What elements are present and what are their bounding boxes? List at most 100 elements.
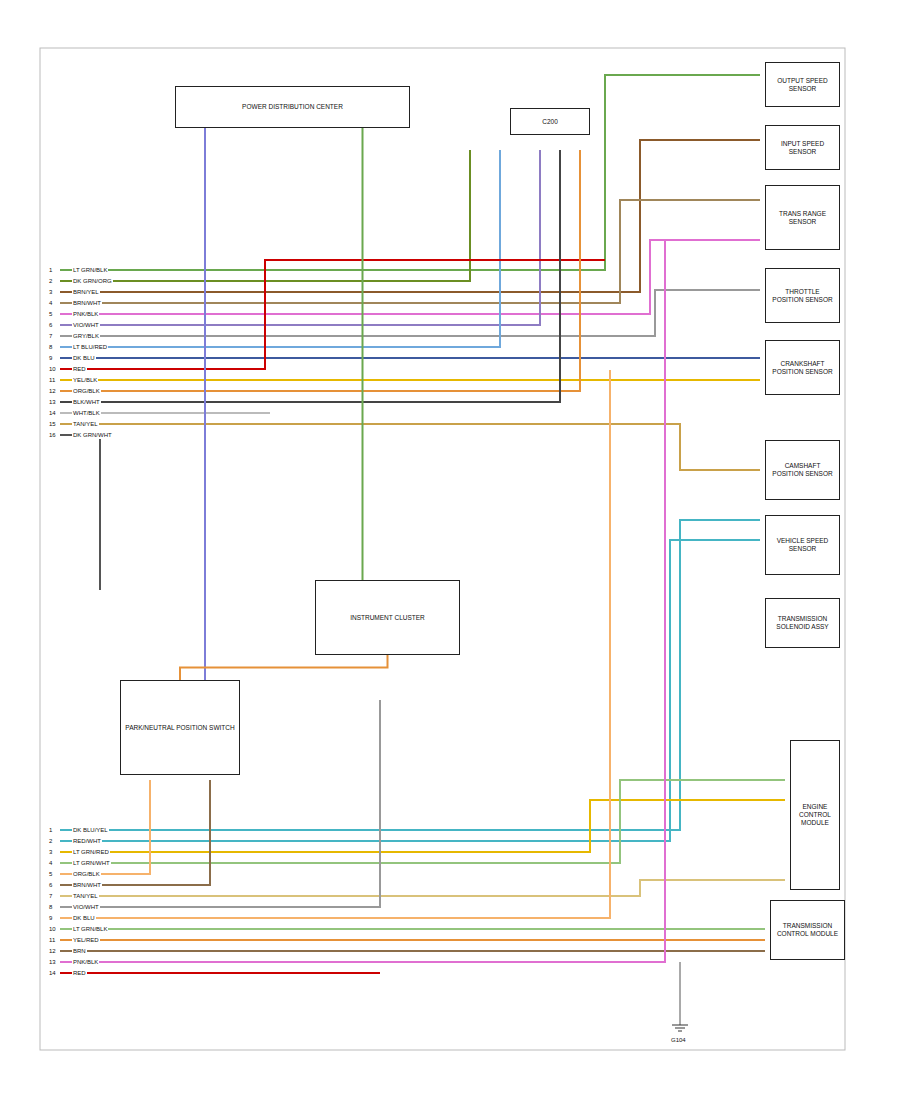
wire-label: 10 (48, 365, 57, 373)
wire-label: VIO/WHT (72, 903, 100, 911)
wire-label: 6 (48, 881, 53, 889)
wire-label: 3 (48, 288, 53, 296)
wire-label: BRN/WHT (72, 299, 102, 307)
component-label: CAMSHAFT POSITION SENSOR (769, 462, 836, 478)
wire-label: RED/WHT (72, 837, 102, 845)
wire-label: 2 (48, 277, 53, 285)
component-label: ENGINE CONTROL MODULE (794, 803, 836, 827)
wire (60, 520, 760, 830)
wire-label: 12 (48, 947, 57, 955)
wire-label: 12 (48, 387, 57, 395)
wire-label: BLK/WHT (72, 398, 101, 406)
wire-label: 6 (48, 321, 53, 329)
wire-connector (362, 128, 364, 580)
wire-label: LT GRN/BLK (72, 266, 108, 274)
component-label: C200 (514, 118, 586, 126)
wire-label: 9 (48, 354, 53, 362)
component-label: INPUT SPEED SENSOR (769, 140, 836, 156)
wire (204, 128, 206, 680)
wire (60, 435, 100, 590)
wire-label: DK BLU (72, 354, 96, 362)
wire-label: 4 (48, 859, 53, 867)
component-box: C200 (510, 108, 590, 135)
wire-connector (180, 655, 388, 680)
wire-label: YEL/RED (72, 936, 100, 944)
component-label: POWER DISTRIBUTION CENTER (179, 103, 406, 111)
wire (60, 140, 760, 292)
wire-label: GRY/BLK (72, 332, 100, 340)
wire-label: 2 (48, 837, 53, 845)
wire-label: DK BLU (72, 914, 96, 922)
wire-label: 9 (48, 914, 53, 922)
wire (60, 540, 760, 841)
component-box: POWER DISTRIBUTION CENTER (175, 86, 410, 128)
wire-label: 13 (48, 958, 57, 966)
component-box: VEHICLE SPEED SENSOR (765, 515, 840, 575)
wire (60, 150, 500, 347)
wire-label: TAN/YEL (72, 892, 99, 900)
wire-label: WHT/BLK (72, 409, 101, 417)
component-box: THROTTLE POSITION SENSOR (765, 268, 840, 323)
component-box: OUTPUT SPEED SENSOR (765, 62, 840, 107)
wire-label: 3 (48, 848, 53, 856)
wire (60, 780, 785, 863)
wire (60, 424, 760, 470)
wire-label: 5 (48, 310, 53, 318)
wire (60, 260, 605, 369)
ground-symbol (672, 1025, 688, 1031)
component-label: TRANSMISSION CONTROL MODULE (774, 922, 841, 938)
component-label: OUTPUT SPEED SENSOR (769, 77, 836, 93)
wire-label: 15 (48, 420, 57, 428)
component-label: TRANS RANGE SENSOR (769, 210, 836, 226)
wire-label: PNK/BLK (72, 310, 99, 318)
wire (60, 800, 785, 852)
wire (60, 290, 760, 336)
wire-label: 11 (48, 936, 56, 944)
wire (60, 200, 760, 303)
wire-label: LT GRN/BLK (72, 925, 108, 933)
component-box: ENGINE CONTROL MODULE (790, 740, 840, 890)
wire-label: 10 (48, 925, 57, 933)
wire-label: 1 (48, 826, 53, 834)
wire-label: 13 (48, 398, 57, 406)
wire-label: PNK/BLK (72, 958, 99, 966)
wire-label: LT GRN/RED (72, 848, 110, 856)
wire-label: LT GRN/WHT (72, 859, 111, 867)
wire-label: 11 (48, 376, 56, 384)
wire-label: BRN/WHT (72, 881, 102, 889)
component-label: INSTRUMENT CLUSTER (319, 614, 456, 622)
wire (60, 928, 765, 930)
wire-label: 8 (48, 343, 53, 351)
wire-label: DK GRN/WHT (72, 431, 113, 439)
wire-label: LT BLU/RED (72, 343, 108, 351)
component-label: TRANSMISSION SOLENOID ASSY (769, 615, 836, 631)
wire (60, 150, 540, 325)
wire-label: 4 (48, 299, 53, 307)
wire (60, 939, 765, 941)
wire-label: 14 (48, 969, 57, 977)
wire (60, 880, 785, 896)
wire (60, 780, 150, 874)
component-label: VEHICLE SPEED SENSOR (769, 537, 836, 553)
wire-label: RED (72, 365, 87, 373)
component-label: CRANKSHAFT POSITION SENSOR (769, 360, 836, 376)
component-box: INSTRUMENT CLUSTER (315, 580, 460, 655)
component-label: PARK/NEUTRAL POSITION SWITCH (124, 724, 236, 732)
wire (60, 150, 580, 391)
component-box: TRANSMISSION CONTROL MODULE (770, 900, 845, 960)
wire-label: 14 (48, 409, 57, 417)
wire (60, 972, 380, 974)
ground-wire (680, 962, 681, 1025)
wire-label: ORG/BLK (72, 870, 101, 878)
wire-label: YEL/BLK (72, 376, 98, 384)
component-box: TRANSMISSION SOLENOID ASSY (765, 598, 840, 648)
wire (60, 357, 760, 359)
wire-label: 7 (48, 332, 53, 340)
wire-label: DK BLU/YEL (72, 826, 109, 834)
wire-label: BRN (72, 947, 87, 955)
component-box: TRANS RANGE SENSOR (765, 185, 840, 250)
wire-label: 8 (48, 903, 53, 911)
component-box: CRANKSHAFT POSITION SENSOR (765, 340, 840, 395)
